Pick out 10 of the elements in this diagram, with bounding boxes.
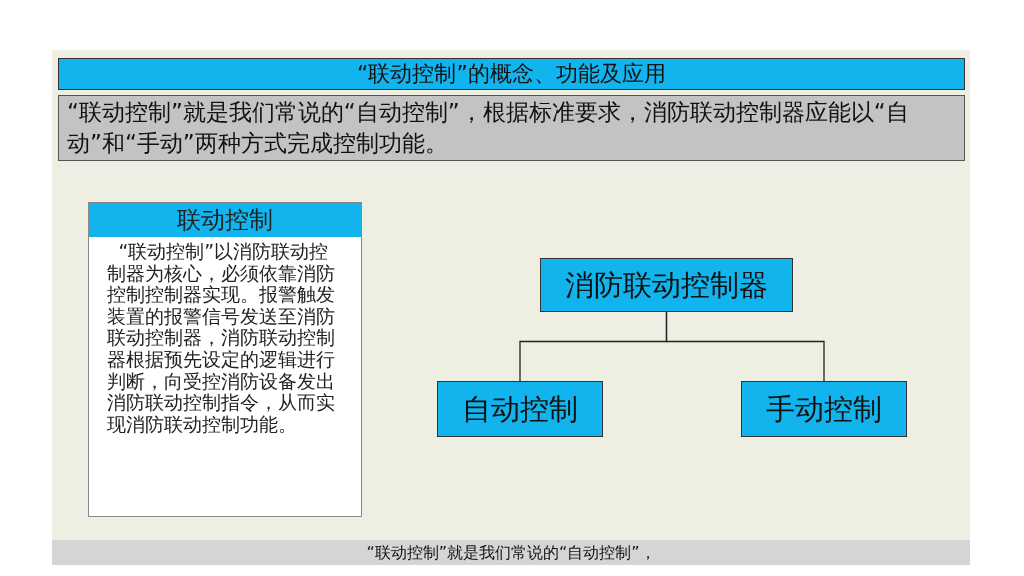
subtitle-bar: “联动控制”就是我们常说的“自动控制”， — [52, 540, 970, 565]
process-box: 手动控制 — [741, 381, 907, 437]
card-header: 联动控制 — [89, 203, 361, 237]
process-box: 消防联动控制器 — [540, 258, 793, 312]
card-text: “联动控制”以消防联动控制器为核心，必须依靠消防控制控制器实现。报警触发装置的报警信号发送至消防联动控制器，消防联动控制器根据预先设定的逻辑进行判断，向受控消防设备发出消防联动控制指令，从而实现消防联动控制功能。 — [107, 241, 336, 436]
definition-box: “联动控制”就是我们常说的“自动控制”，根据标准要求，消防联动控制器应能以“自动”和“手动”两种方式完成控制功能。 — [58, 95, 965, 161]
process-box: 自动控制 — [437, 381, 603, 437]
title-bar: “联动控制”的概念、功能及应用 — [58, 58, 965, 90]
connector-line — [665, 311, 825, 382]
description-card — [88, 202, 362, 517]
